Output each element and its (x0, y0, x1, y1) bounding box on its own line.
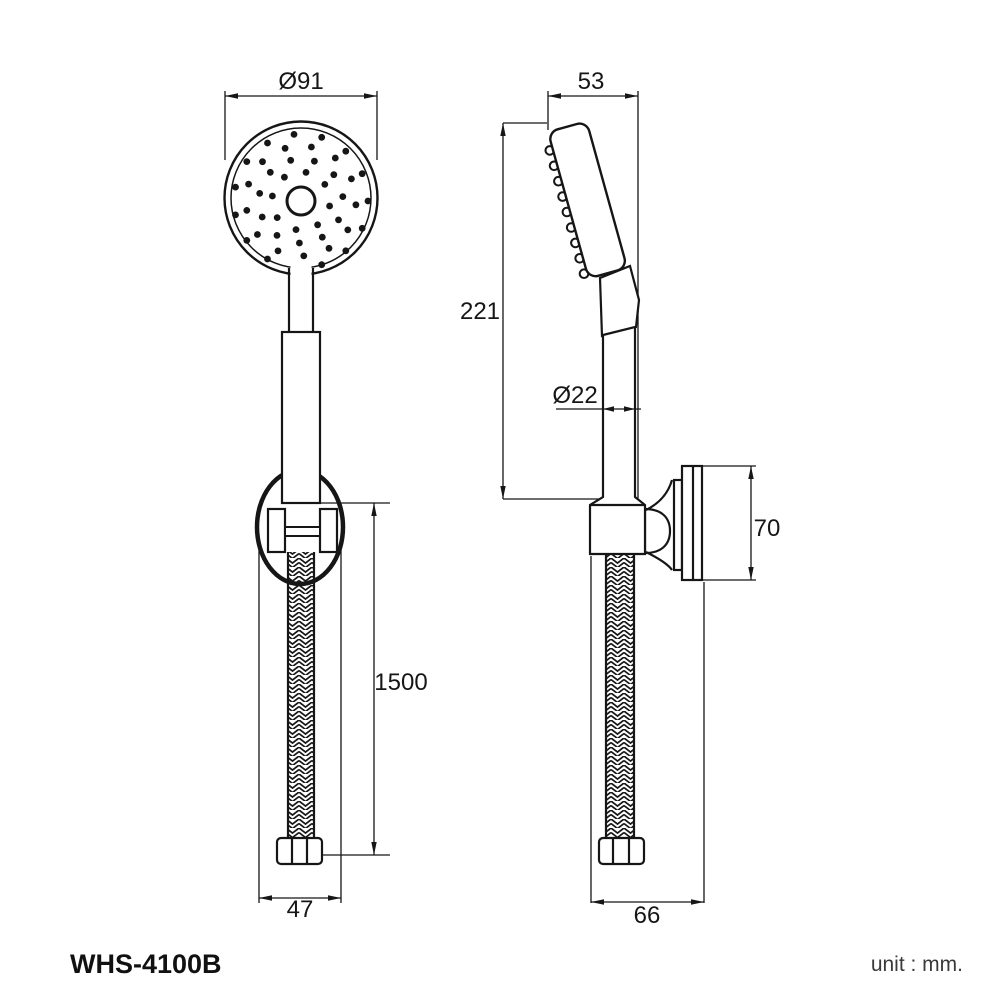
dim-head-diameter-label: Ø91 (278, 68, 323, 95)
dim-head-handle-length: 221 (460, 122, 600, 500)
bracket-clamp-front (266, 507, 339, 554)
model-number-label: WHS-4100B (70, 949, 222, 979)
side-view: 53 221 Ø22 (460, 68, 780, 929)
neck-front (287, 262, 315, 332)
front-view: Ø91 (223, 68, 428, 923)
hose-nut-front (275, 836, 324, 866)
dim-hose-length: 1500 (320, 502, 428, 856)
dim-head-depth: 53 (547, 68, 639, 500)
dim-head-diameter: Ø91 (224, 68, 378, 160)
dim-wall-clearance-label: 66 (634, 902, 661, 929)
handle-side (588, 325, 647, 556)
dim-bracket-height-label: 70 (754, 515, 781, 542)
hose-side (604, 554, 636, 838)
spray-nozzle-dots (232, 131, 372, 271)
hose-front (286, 552, 316, 838)
dim-bracket-width: 47 (258, 545, 342, 923)
handle-front (280, 330, 322, 505)
shower-head-front (223, 120, 379, 276)
dim-wall-clearance: 66 (590, 556, 705, 929)
dim-bracket-height: 70 (702, 465, 781, 581)
bracket-knob (643, 507, 672, 555)
dim-hose-length-label: 1500 (374, 669, 427, 696)
dim-head-handle-length-label: 221 (460, 298, 500, 325)
hose-nut-side (597, 836, 646, 866)
unit-note-label: unit : mm. (871, 953, 963, 976)
dimension-arrowheads (225, 93, 754, 905)
center-nozzle (285, 185, 317, 217)
dim-head-depth-label: 53 (578, 68, 605, 95)
wall-bracket-side (643, 464, 704, 582)
neck-side (598, 264, 641, 338)
dim-handle-diameter-label: Ø22 (552, 382, 597, 409)
shower-head-side (549, 122, 627, 278)
dim-bracket-width-label: 47 (287, 896, 314, 923)
